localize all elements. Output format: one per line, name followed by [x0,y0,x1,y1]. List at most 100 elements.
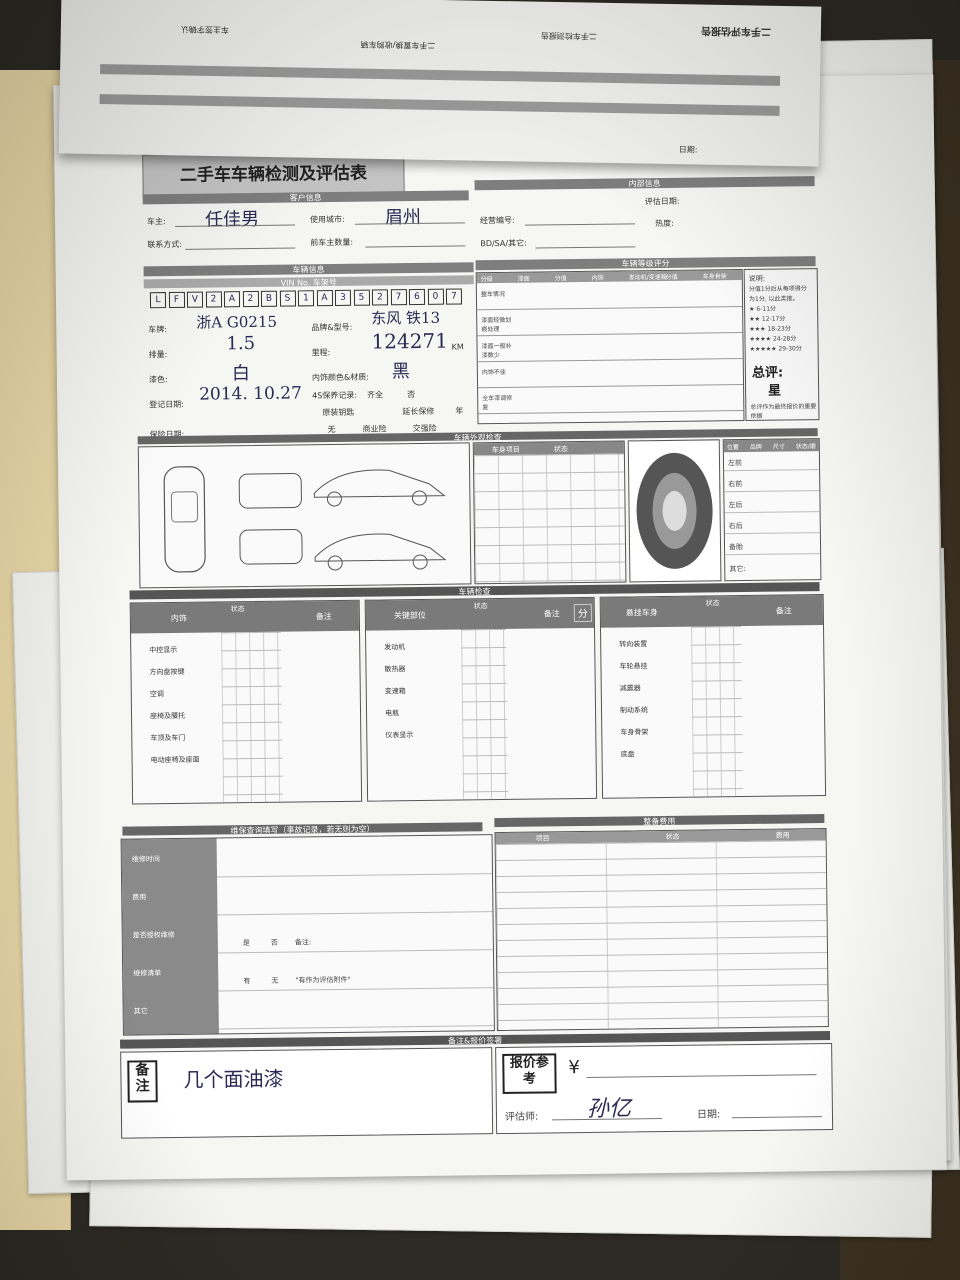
vin-char-box: F [168,291,185,309]
currency-symbol: ¥ [568,1057,580,1079]
warranty-year-unit: 年 [455,406,464,416]
city-label: 使用城市: [309,214,345,225]
date-label: 日期: [696,1109,721,1121]
mileage-unit: KM [451,342,464,352]
remark-box: 备注 几个面油漆 [120,1047,494,1139]
interior-item: 座椅及腰托 [150,711,186,721]
refurb-table: 项目 状态 费用 [494,828,829,1032]
interior-item: 车顶及车门 [150,733,186,743]
color-label: 漆色: [148,375,168,385]
interior-item: 中控显示 [149,645,178,655]
tire-table: 位置品牌尺寸状态/磨损 左前右前左后右后备胎 其它: [722,438,822,582]
tire-row-line [724,511,820,514]
suspension-panel: 悬挂车身 状态 备注 转向装置车轮悬挂减震器制动系统车身骨架底盘 [599,594,827,799]
legend-line: ★★★ 18-23分 [749,325,791,333]
list-opt-yes[interactable]: 有 [243,977,251,986]
internal-section-header: 内部信息 [474,176,815,191]
refurb-header: 整备费用 [494,814,825,828]
grade-row-divider [477,358,743,363]
maintenance-row-line [217,911,493,916]
displacement-value: 1.5 [226,332,256,355]
service-opt-full[interactable]: 齐全 [367,390,384,400]
remark-stamp: 备注 [127,1060,158,1103]
key-part-item: 散热器 [384,665,406,674]
maintenance-row-label: 维修时间 [131,855,160,864]
maintenance-row-label: 费用 [132,893,147,902]
auth-opt-yes[interactable]: 是 [242,939,250,948]
vin-char-box: 0 [427,288,444,305]
interior-status-label: 状态 [230,605,245,614]
flap-lines: 车主签字确认二手车置换/收购车辆 二手车检测报告 [61,0,821,49]
quote-stamp: 报价参考 [502,1053,557,1095]
suspension-item: 转向装置 [619,640,648,649]
grade-row-divider [477,306,743,311]
vin-char-box: 7 [390,289,407,306]
grade-row-divider [478,410,744,415]
service-record-label: 4S保养记录: [312,390,358,401]
legend-line: ★★ 12-17分 [749,315,786,323]
body-items-table: 车身项目 状态 [472,440,627,585]
flap-line: 二手车置换/收购车辆 [360,39,436,50]
maintenance-row-line [218,987,494,992]
vin-char-box: V [186,291,204,308]
reg-date-value: 2014. 10.27 [199,383,302,405]
vin-char-box: 2 [242,290,259,308]
maintenance-row-line [217,949,493,954]
auth-opt-no[interactable]: 否 [270,938,278,947]
owner-value: 任佳男 [204,208,260,231]
key-parts-col-title: 关键部位 [393,610,426,621]
vehicle-section-header: 车辆信息 [143,262,474,277]
key-parts-panel: 关键部位 状态 备注 分 发动机散热器变速箱电瓶仪表显示 [364,596,598,802]
key-part-item: 变速箱 [384,687,406,696]
vin-char-box: A [316,290,333,307]
suspension-item: 减震器 [619,684,641,693]
refurb-col-item: 项目 [535,834,550,843]
tire-row-label: 右前 [728,480,743,489]
grade-row-divider [478,384,744,389]
tire-row-line [724,490,820,493]
tire-row-line [724,469,820,472]
flap-line: 二手车检测报告 [540,30,597,41]
grade-col-header: 发动机/变速箱 [628,273,667,282]
folded-form-flap: 二手车评估报告 车主签字确认二手车置换/收购车辆二手车检测报告 日期: [58,0,822,167]
grade-col-header: 分级 [480,276,493,284]
tire-row-line [725,553,821,556]
suspension-remark-label: 备注 [775,606,792,616]
tire-row-label: 右后 [728,522,743,531]
legend-line: ★ 6-11分 [749,305,777,313]
auth-remark-label: 备注: [294,938,312,947]
tire-image [627,439,722,583]
legend-title: 说明: [748,274,766,283]
flap-bar [100,64,781,86]
tire-col-header: 品牌 [749,443,762,451]
grade-row-label: 内饰不佳 [481,368,506,377]
vin-char-box: S [279,290,296,307]
tire-col-header: 尺寸 [772,443,785,451]
grade-col-header: 分值 [554,275,567,283]
vin-char-box: 5 [353,289,370,306]
interior-label: 内饰颜色&材质: [311,372,369,383]
suspension-item: 车身骨架 [620,728,649,737]
flap-line: 车主签字确认 [180,24,229,35]
vin-char-box: A [223,291,241,308]
phone-label: 联系方式: [147,239,183,250]
color-value: 白 [231,363,251,385]
body-col-status: 状态 [553,445,568,454]
legend-line: 分值1分后从每项得分 [748,285,807,293]
tire-col-header: 位置 [726,444,739,452]
maintenance-row-line [218,1025,494,1030]
source-label: BD/SA/其它: [480,238,527,249]
list-opt-no[interactable]: 无 [271,976,279,985]
service-opt-no[interactable]: 否 [407,390,416,400]
suspension-col-title: 悬挂车身 [625,608,658,618]
suspension-item: 底盘 [620,750,635,759]
suspension-status-label: 状态 [705,599,720,608]
mileage-value: 124271 [371,328,448,354]
maintenance-row-label: 维修清单 [133,969,162,978]
reg-date-label: 登记日期: [149,399,185,410]
tire-icon [636,452,713,569]
tire-other-label: 其它: [729,564,746,574]
interior-item: 方向盘按键 [149,667,185,677]
eval-date-label: 评估日期: [644,196,680,207]
maintenance-table: 维修时间费用是否授权维修维修清单其它 是 否 备注: 有 无 "有作为评估附件" [120,834,495,1036]
